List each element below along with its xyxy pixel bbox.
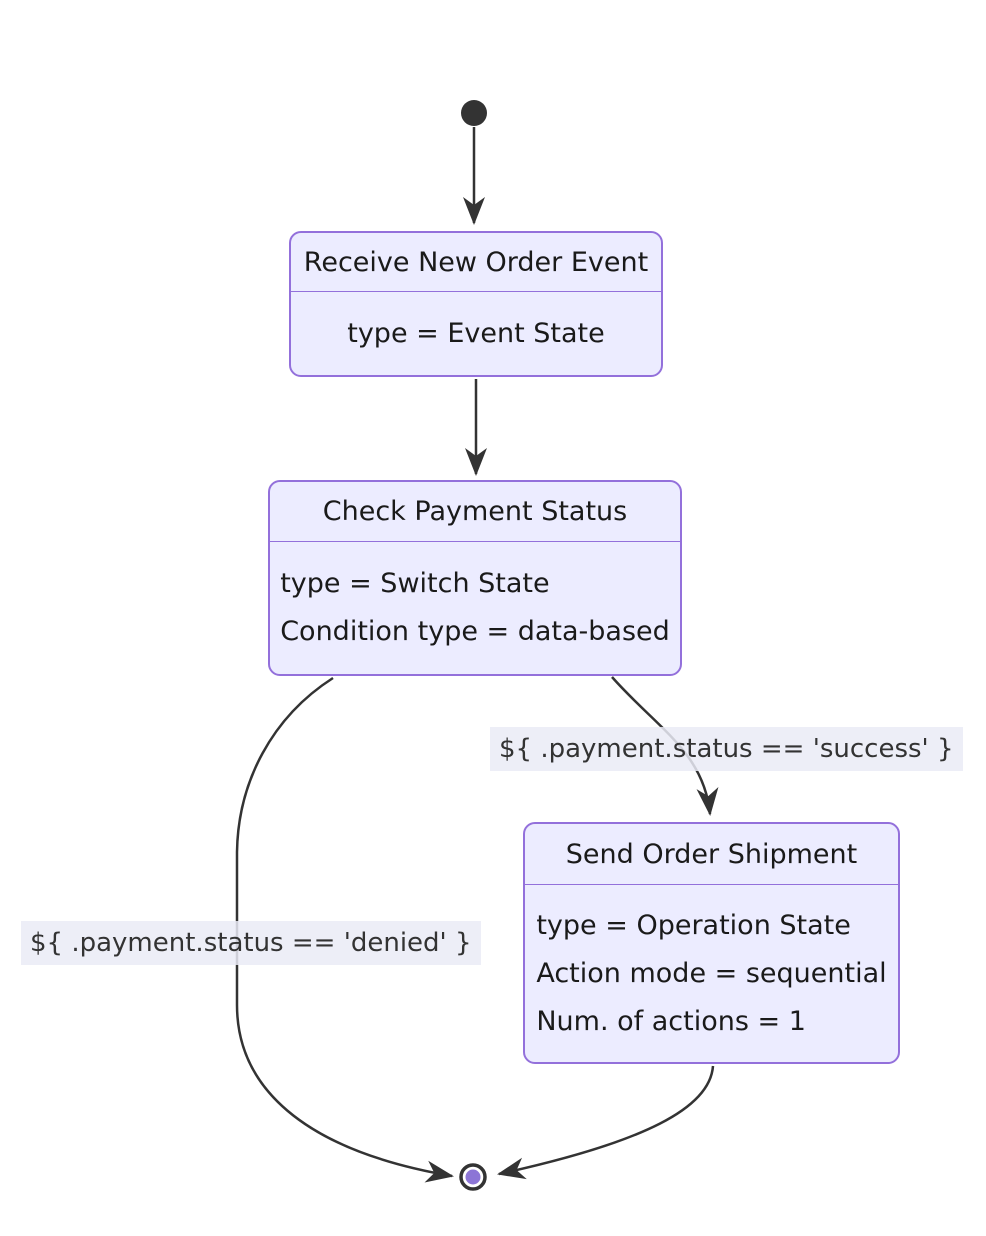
- state-description-line: type = Switch State: [280, 568, 550, 599]
- edge-label-success: ${ .payment.status == 'success' }: [490, 727, 963, 771]
- final-state-icon: [459, 1163, 487, 1191]
- edge-check-to-final: [235, 676, 454, 1183]
- state-description-line: type = Event State: [347, 317, 605, 349]
- state-node-receive-new-order-event: Receive New Order Event type = Event Sta…: [289, 231, 663, 377]
- state-description-line: type = Operation State: [536, 909, 851, 941]
- state-title: Check Payment Status: [270, 482, 680, 542]
- state-node-check-payment-status: Check Payment Status type = Switch State…: [268, 480, 682, 676]
- state-description: type = Operation State Action mode = seq…: [525, 885, 898, 1062]
- edge-ship-to-final: [497, 1065, 715, 1180]
- state-description-line: Condition type = data-based: [280, 616, 670, 647]
- state-node-send-order-shipment: Send Order Shipment type = Operation Sta…: [523, 822, 900, 1064]
- state-description-line: Action mode = sequential: [536, 957, 887, 989]
- state-description: type = Switch State Condition type = dat…: [270, 542, 680, 674]
- state-title: Receive New Order Event: [291, 233, 661, 292]
- state-description: type = Event State: [291, 292, 661, 375]
- start-state-icon: [461, 100, 487, 126]
- edge-label-denied: ${ .payment.status == 'denied' }: [21, 921, 481, 965]
- state-description-line: Num. of actions = 1: [536, 1005, 806, 1037]
- state-title: Send Order Shipment: [525, 824, 898, 885]
